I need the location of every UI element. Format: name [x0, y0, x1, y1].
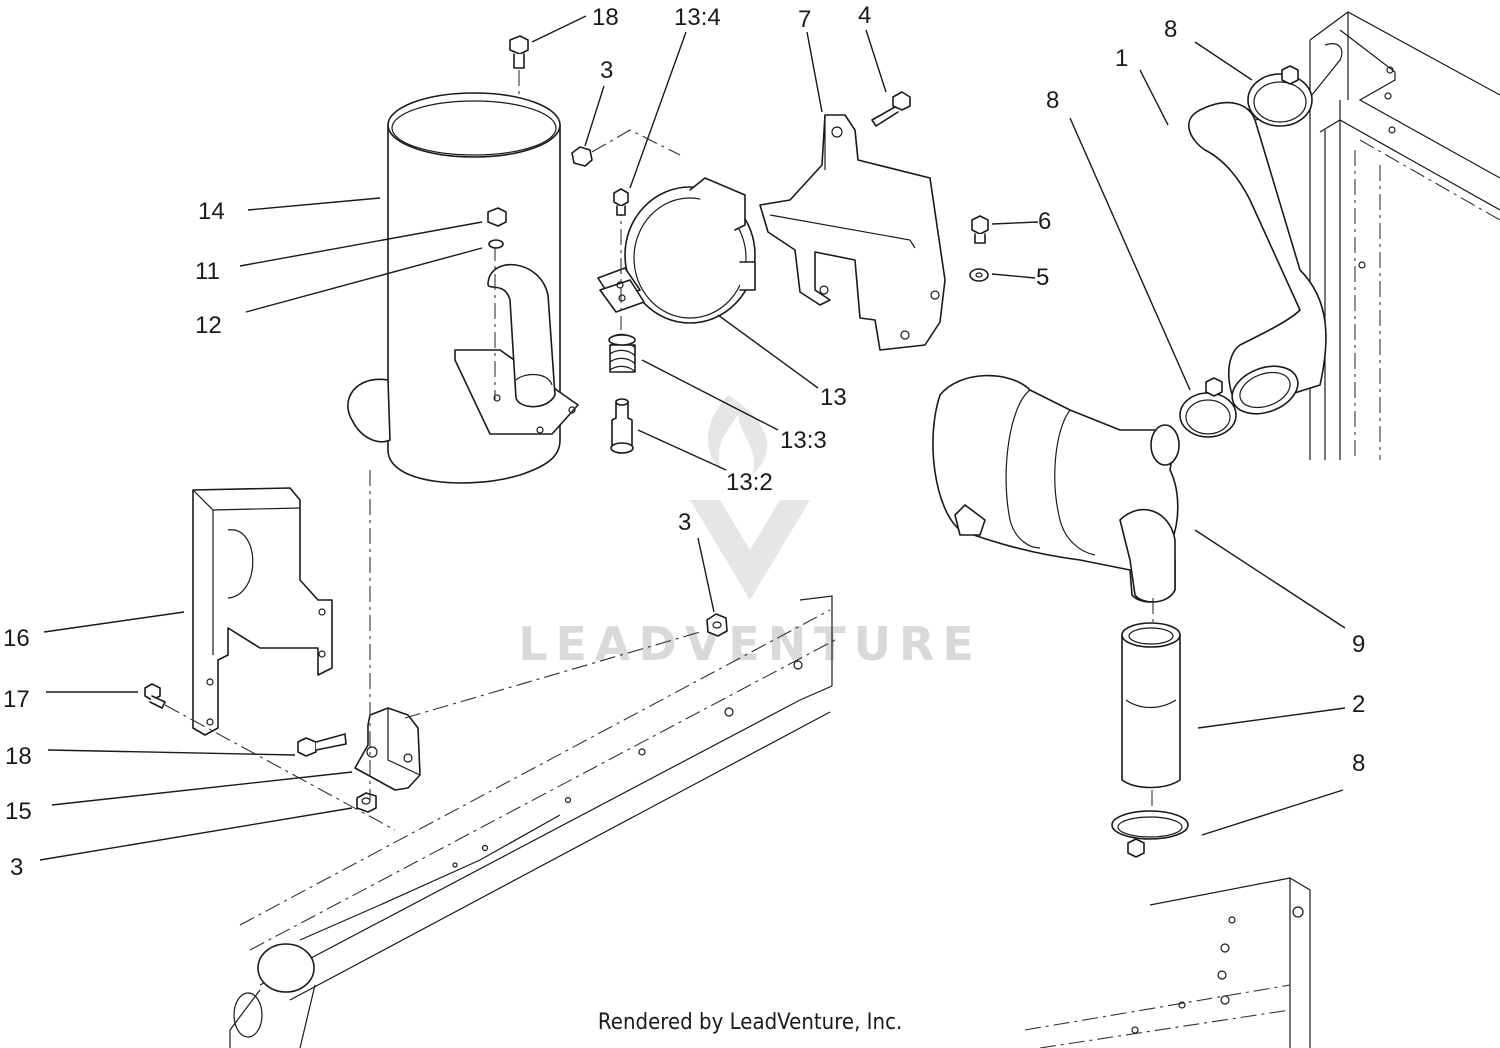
air-cleaner-9	[932, 374, 1180, 625]
washer-5	[969, 268, 989, 282]
footer-credit: Rendered by LeadVenture, Inc.	[0, 1010, 1500, 1035]
callout-9: 9	[1352, 631, 1365, 658]
callout-2: 2	[1352, 691, 1365, 718]
nut-3-middle	[706, 613, 728, 637]
canister-14	[347, 92, 579, 484]
callout-1: 1	[1115, 45, 1128, 72]
leadventure-watermark: LEADVENTURE	[518, 395, 982, 671]
pin-13-2	[610, 398, 634, 454]
frame-rail	[229, 595, 836, 1048]
callout-17: 17	[3, 686, 30, 713]
heat-shield-16	[192, 487, 333, 736]
callout-18-top: 18	[592, 4, 619, 31]
callout-8-middle: 8	[1046, 87, 1059, 114]
callout-3-top: 3	[600, 57, 613, 84]
bolt-4	[871, 91, 911, 127]
frame-right-upper	[1309, 11, 1500, 460]
callout-15: 15	[5, 798, 32, 825]
clamp-band-13	[597, 177, 756, 330]
watermark-text: LEADVENTURE	[518, 617, 982, 671]
hardware-top-left	[487, 35, 681, 249]
clamp-8-bottom	[1111, 790, 1189, 858]
callout-12: 12	[195, 312, 222, 339]
frame-right-lower	[1024, 877, 1311, 1048]
hose-1	[1188, 43, 1343, 415]
callout-16: 16	[3, 625, 30, 652]
callout-8-top: 8	[1164, 16, 1177, 43]
callout-7: 7	[798, 6, 811, 33]
callout-13: 13	[820, 384, 847, 411]
callout-3-middle: 3	[678, 509, 691, 536]
bolt-17	[144, 683, 396, 831]
footer-text: Rendered by LeadVenture, Inc.	[597, 1010, 903, 1035]
callout-13-2: 13:2	[726, 469, 773, 496]
callout-13-4: 13:4	[674, 4, 721, 31]
bracket-7	[759, 114, 946, 351]
clamp-8-middle	[1179, 377, 1237, 438]
callout-5: 5	[1036, 264, 1049, 291]
callout-13-3: 13:3	[780, 427, 827, 454]
bolt-13-4	[613, 188, 629, 216]
nut-3-bottom	[356, 792, 377, 813]
bracket-15	[354, 631, 701, 791]
hose-2	[1121, 622, 1181, 789]
leader-lines	[39, 15, 1346, 861]
callout-labels: 18 13:4 7 4 3 8 1 8 14 6 11 5 12 13 13:3…	[3, 2, 1365, 881]
callout-6: 6	[1038, 208, 1051, 235]
spring-13-3	[608, 333, 636, 373]
callout-8-bottom: 8	[1352, 750, 1365, 777]
callout-14: 14	[198, 198, 225, 225]
bolt-18-bottom	[297, 733, 347, 757]
bolt-6	[971, 215, 989, 244]
callout-11: 11	[195, 258, 220, 285]
callout-18-bottom: 18	[5, 743, 32, 770]
callout-4: 4	[858, 2, 871, 29]
callout-3-bottom: 3	[10, 854, 23, 881]
clamp-8-top	[1247, 65, 1313, 127]
